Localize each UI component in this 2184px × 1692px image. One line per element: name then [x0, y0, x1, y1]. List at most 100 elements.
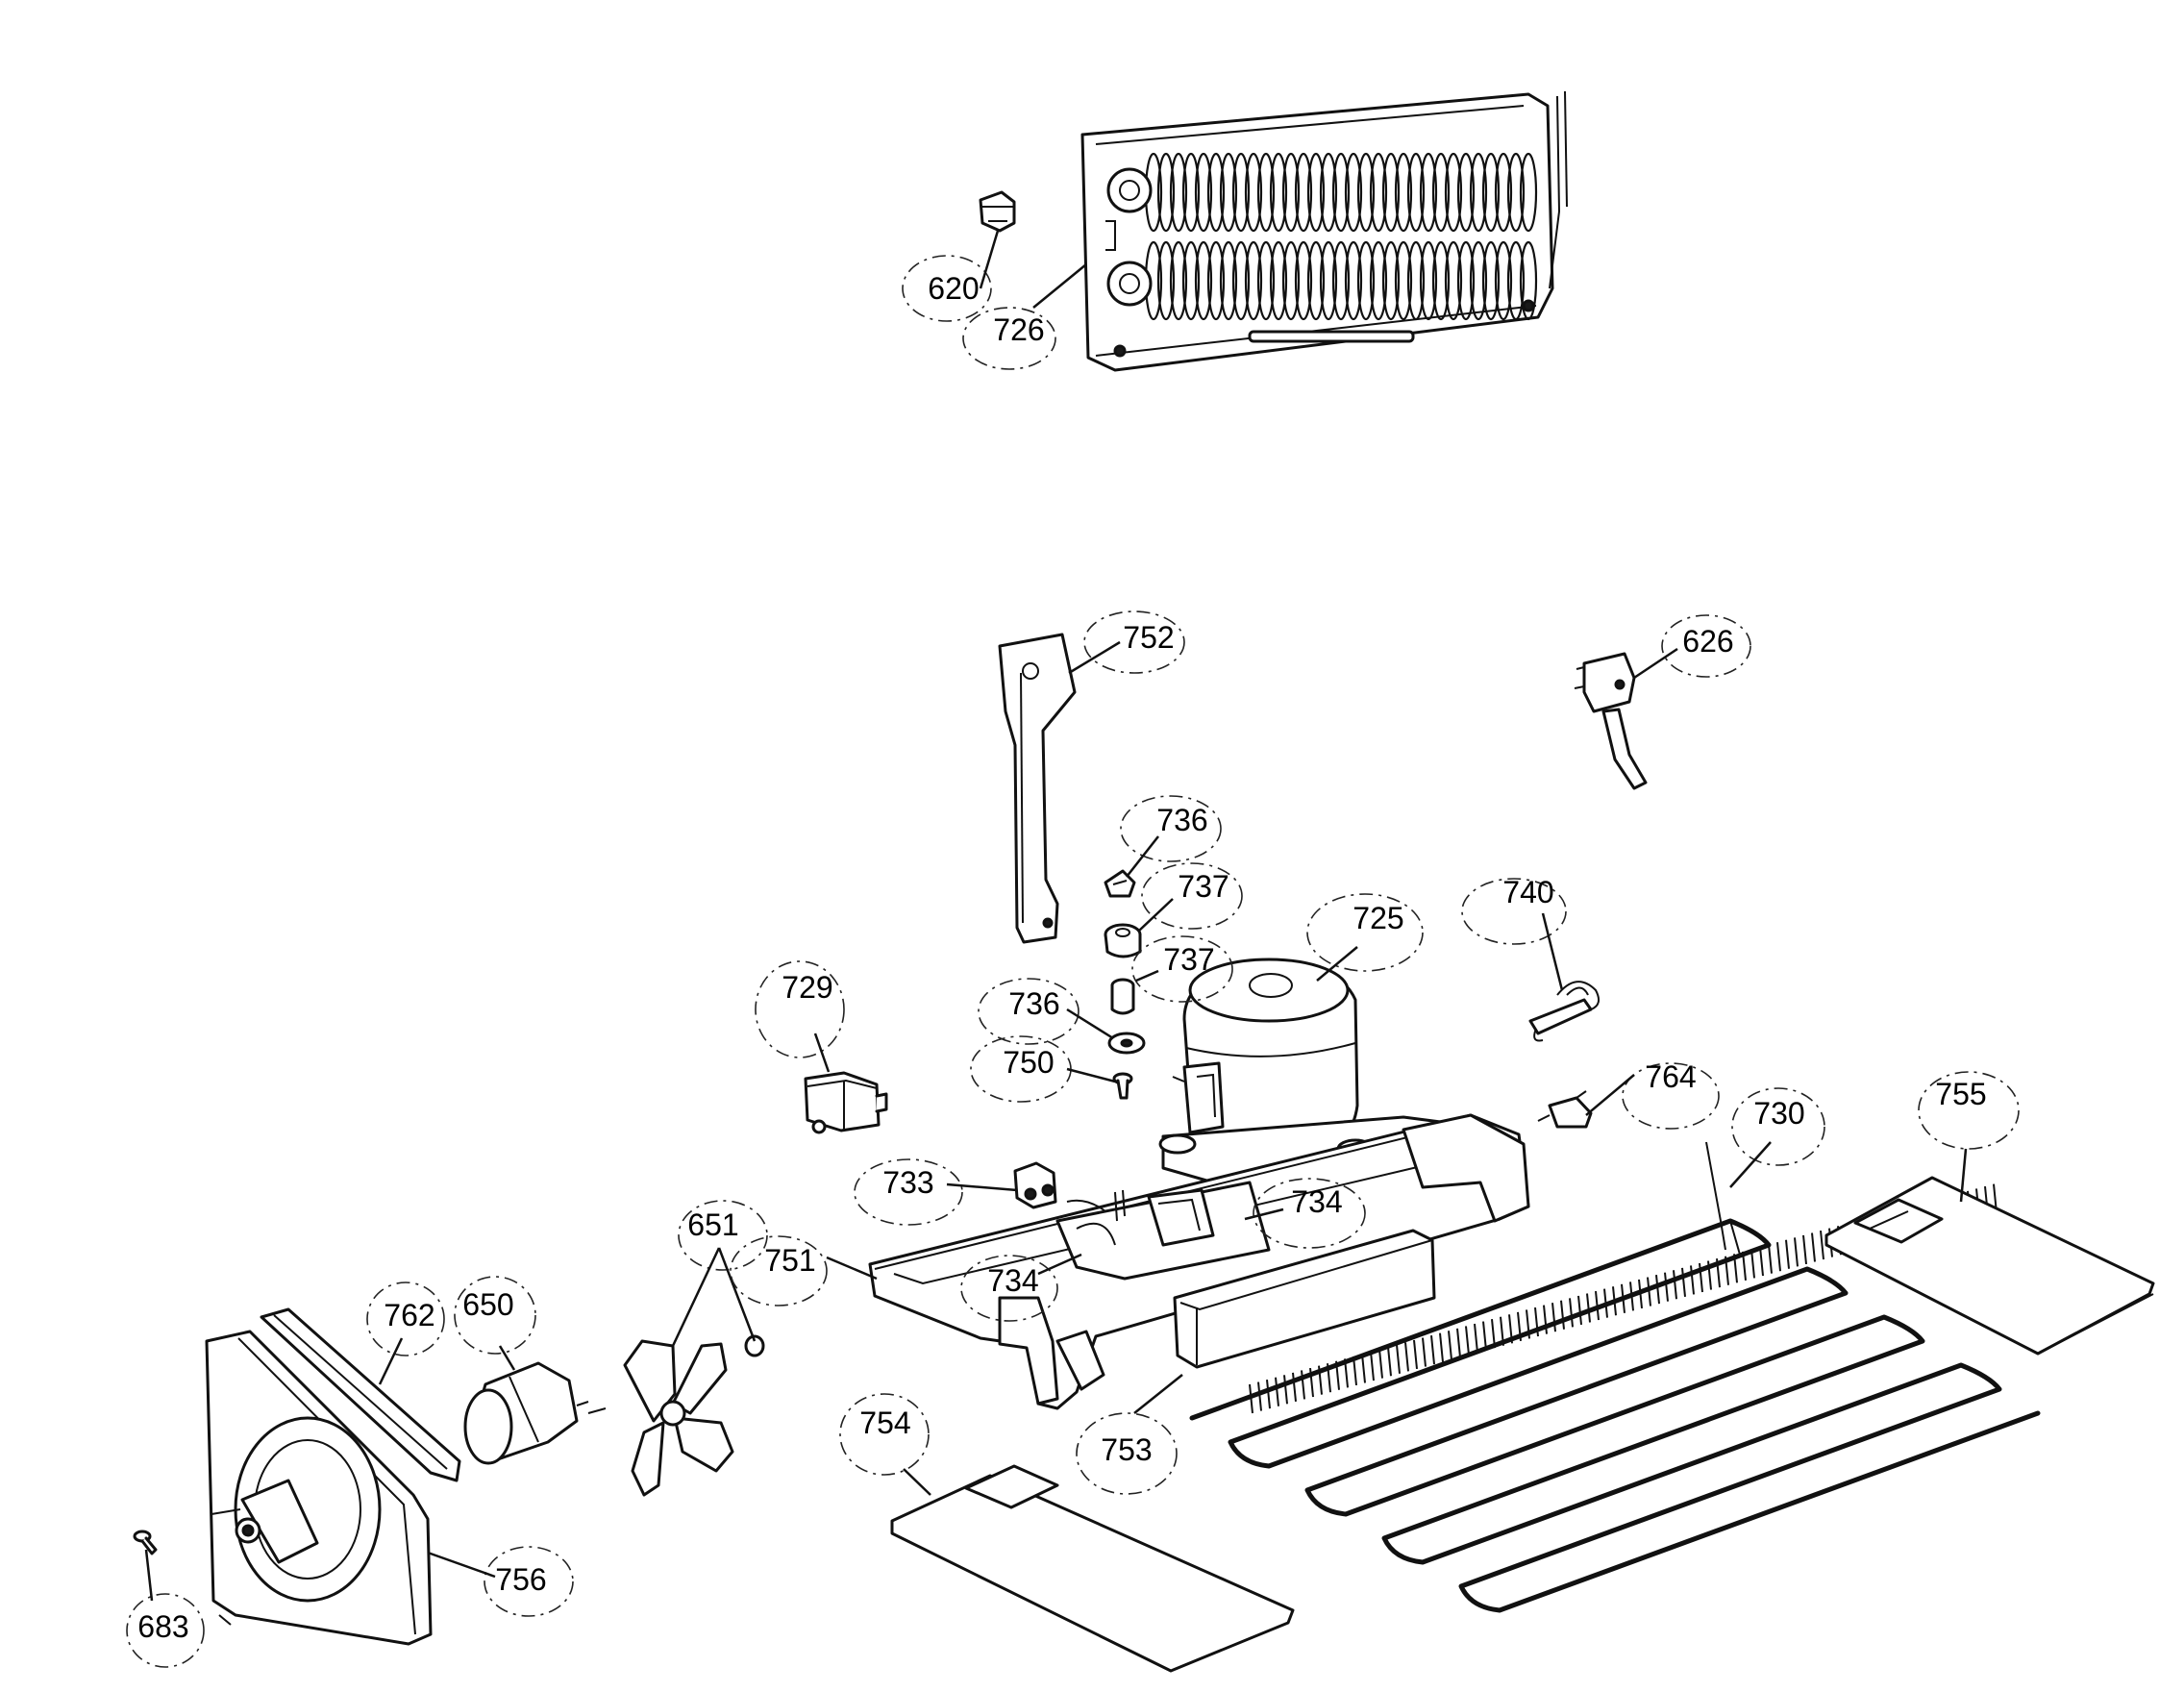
callout-label: 740 [1502, 875, 1553, 909]
leader-line [1068, 640, 1121, 675]
callout-650: 650 [454, 1276, 536, 1371]
callout-733: 733 [854, 1158, 1018, 1226]
leader-line [1729, 1141, 1772, 1188]
callout-halo [755, 960, 845, 1058]
leader-line [1037, 1253, 1082, 1276]
callout-754: 754 [839, 1393, 931, 1496]
callout-halo [1461, 878, 1567, 945]
leader-line [826, 1256, 878, 1281]
callout-620: 620 [902, 230, 1000, 322]
gasket-762 [260, 1307, 461, 1482]
callout-label: 626 [1682, 624, 1733, 659]
callout-halo [1918, 1071, 2020, 1150]
callout-halo [454, 1276, 536, 1355]
channel-753 [1173, 1229, 1436, 1369]
callout-740: 740 [1461, 875, 1567, 991]
callout-734b: 734 [960, 1253, 1082, 1322]
leader-line [1244, 1207, 1284, 1221]
callout-753: 753 [1076, 1374, 1183, 1495]
callout-halo [1253, 1178, 1366, 1249]
leader-line [946, 1182, 1018, 1192]
callout-729: 729 [755, 960, 845, 1073]
callout-halo [678, 1200, 768, 1271]
leader-line [498, 1345, 516, 1371]
overload-733 [1013, 1161, 1057, 1209]
screw-750 [1112, 1072, 1133, 1100]
callout-736a: 736 [1120, 795, 1222, 878]
callout-halo [1131, 935, 1233, 1003]
callout-halo [484, 1546, 574, 1617]
leader-line [427, 1551, 496, 1579]
callout-762: 762 [366, 1281, 445, 1385]
callout-755: 755 [1918, 1071, 2020, 1203]
leader-line [671, 1247, 721, 1347]
callout-label: 650 [462, 1287, 513, 1322]
base-pan-751 [868, 1113, 1530, 1410]
callout-752: 752 [1068, 610, 1185, 675]
callout-label: 651 [687, 1207, 738, 1242]
callout-683: 683 [126, 1549, 205, 1668]
callout-737a: 737 [1138, 862, 1243, 932]
callout-label: 726 [993, 312, 1044, 347]
callout-736b: 736 [978, 978, 1114, 1045]
leader-line [903, 1468, 931, 1496]
callout-626: 626 [1633, 614, 1751, 680]
screw-683 [133, 1530, 158, 1555]
callout-730: 730 [1729, 1087, 1825, 1188]
callout-halo [730, 1235, 828, 1306]
callout-label: 751 [764, 1243, 815, 1278]
callout-halo [1076, 1412, 1178, 1495]
leader-line [1585, 1074, 1635, 1116]
leader-line [1541, 912, 1564, 991]
leader-line [1066, 1008, 1114, 1040]
leader-line [1032, 263, 1087, 309]
shroud-756 [205, 1330, 433, 1646]
fan-blade-651 [623, 1334, 765, 1497]
washer-736 [1107, 1032, 1146, 1055]
callout-label: 730 [1753, 1096, 1804, 1131]
clip-764 [1537, 1090, 1593, 1129]
callout-halo [962, 307, 1056, 370]
leader-line [1135, 969, 1159, 983]
grommet-737 [1104, 923, 1142, 958]
callout-halo [1661, 614, 1751, 678]
leader-line [144, 1549, 154, 1602]
callout-756: 756 [427, 1546, 574, 1617]
cover-754 [890, 1464, 1295, 1673]
callout-halo [366, 1281, 445, 1356]
callout-label: 750 [1003, 1045, 1054, 1080]
leader-line [378, 1337, 404, 1385]
evaporator-726 [1080, 90, 1568, 372]
callout-label: 755 [1935, 1077, 1986, 1111]
callout-label: 733 [882, 1165, 933, 1200]
callout-725: 725 [1306, 893, 1424, 982]
plug-620 [979, 190, 1016, 233]
callout-halo [1622, 1062, 1720, 1130]
callout-label: 754 [859, 1406, 910, 1440]
callout-label: 734 [1291, 1184, 1342, 1219]
callout-label: 729 [782, 970, 832, 1005]
callout-label: 683 [137, 1609, 188, 1644]
callout-751: 751 [730, 1235, 878, 1306]
leader-line [717, 1247, 757, 1342]
callout-halo [902, 255, 992, 322]
callout-label: 620 [928, 271, 979, 306]
callout-halo [839, 1393, 930, 1476]
callout-label: 734 [987, 1263, 1038, 1298]
power-cord-626 [1574, 652, 1648, 790]
callout-label: 764 [1645, 1059, 1696, 1094]
callout-750: 750 [970, 1035, 1116, 1103]
cover-755 [1824, 1176, 2155, 1356]
callout-label: 752 [1123, 620, 1174, 655]
callout-737b: 737 [1131, 935, 1233, 1003]
callout-halo [978, 978, 1080, 1045]
callout-halo [1083, 610, 1185, 674]
fan-motor-650 [463, 1361, 607, 1465]
leader-line [1138, 898, 1174, 932]
callout-726: 726 [962, 263, 1087, 370]
leader-line [813, 1033, 831, 1073]
callout-halo [1306, 893, 1424, 972]
callout-label: 736 [1156, 803, 1207, 837]
callout-label: 737 [1163, 942, 1214, 977]
